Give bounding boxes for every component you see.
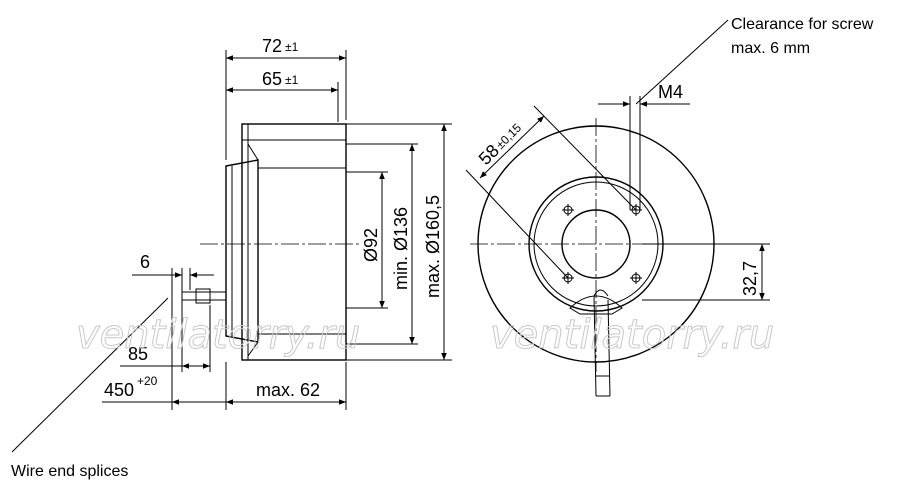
cable (182, 291, 226, 301)
rotor-body (241, 123, 347, 361)
dim-32-7-label: 32,7 (740, 261, 760, 296)
clearance-label-line1: Clearance for screw (731, 16, 874, 33)
ext-58-b (533, 105, 637, 211)
dim-65-tol: ±1 (285, 73, 299, 87)
cable-loop (593, 289, 609, 297)
dim-58-tol: ±0,15 (493, 121, 524, 152)
side-view: 72 ±1 65 ±1 max. 62 450 +20 85 6 Ø92 min… (11, 36, 452, 453)
dim-58-group: 58 ±0,15 (475, 121, 525, 169)
dim-72-tol: ±1 (285, 40, 299, 54)
screw-hole-tl (562, 204, 574, 216)
dim-line-58 (479, 115, 545, 179)
watermark-right: ventilatorry.ru (490, 312, 774, 358)
wire-end-splices-label: Wire end splices (11, 463, 128, 480)
m4-label: M4 (658, 82, 683, 102)
dim-450-tol: +20 (137, 374, 158, 388)
wire-splice-leader (11, 297, 169, 453)
dim-6-label: 6 (140, 252, 150, 272)
dim-136-label: min. Ø136 (391, 207, 411, 290)
watermark-left: ventilatorry.ru (76, 312, 360, 358)
cable-clamp (569, 295, 623, 315)
dim-72-label: 72 (262, 36, 282, 56)
clearance-label-line2: max. 6 mm (731, 40, 810, 57)
front-view: M4 58 ±0,15 32,7 (465, 19, 770, 397)
wire-splice (195, 288, 211, 304)
dim-160-label: max. Ø160,5 (423, 195, 443, 298)
clearance-leader (635, 19, 729, 105)
dim-85-label: 85 (128, 344, 148, 364)
ext-58-a (465, 169, 569, 279)
dim-92-label: Ø92 (361, 228, 381, 262)
hub-bevel (247, 143, 259, 357)
screw-hole-br (630, 272, 642, 284)
dim-62-label: max. 62 (256, 380, 320, 400)
cable-front (593, 295, 611, 397)
dim-450-label: 450 (104, 380, 134, 400)
dim-65-label: 65 (262, 69, 282, 89)
